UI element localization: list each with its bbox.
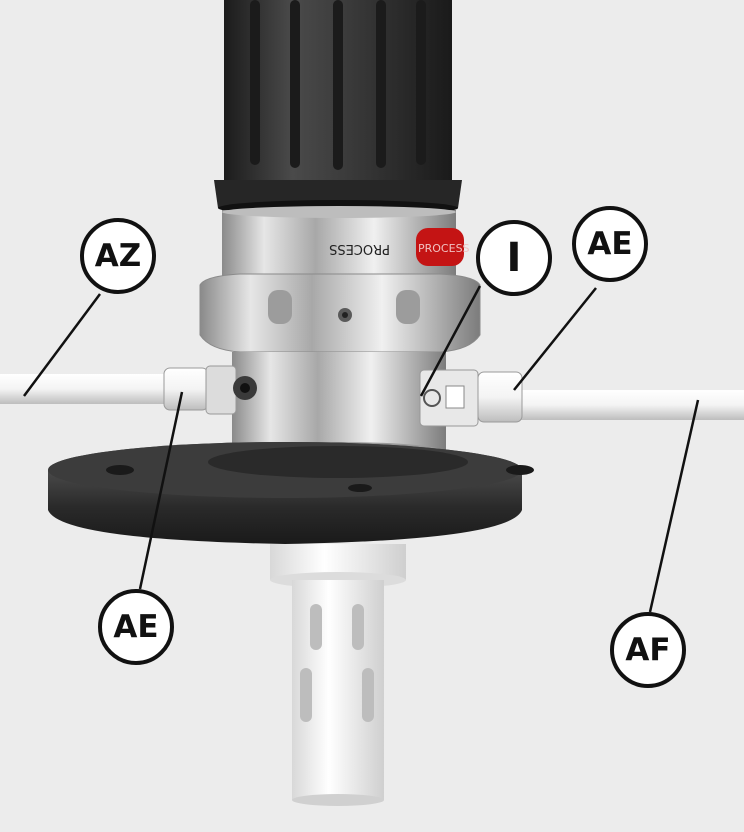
process-label: PROCESS: [329, 241, 390, 256]
leader-lines: [22, 285, 700, 613]
process-badge-label: PROCESS: [418, 242, 470, 255]
leader-i: [419, 285, 482, 397]
left-fitting: [163, 365, 257, 415]
housing: [214, 0, 462, 216]
leader-af: [648, 399, 700, 613]
steel-collar: PROCESS PROCESS: [222, 206, 470, 282]
steel-body: [232, 352, 446, 462]
callout-af: AF: [610, 612, 686, 688]
leader-ae-top: [513, 287, 597, 391]
callout-az: AZ: [80, 218, 156, 294]
inlet-icon: [423, 389, 441, 407]
callout-ae-top: AE: [572, 206, 648, 282]
right-fitting: [419, 369, 523, 427]
flange: [48, 442, 534, 544]
process-badge: [416, 228, 464, 266]
callout-ae-bottom: AE: [98, 589, 174, 665]
leader-az: [22, 293, 102, 397]
leader-ae-bottom: [138, 391, 184, 590]
probe: [270, 544, 406, 806]
callout-i: I: [476, 220, 552, 296]
clamp-ring: [199, 273, 481, 353]
